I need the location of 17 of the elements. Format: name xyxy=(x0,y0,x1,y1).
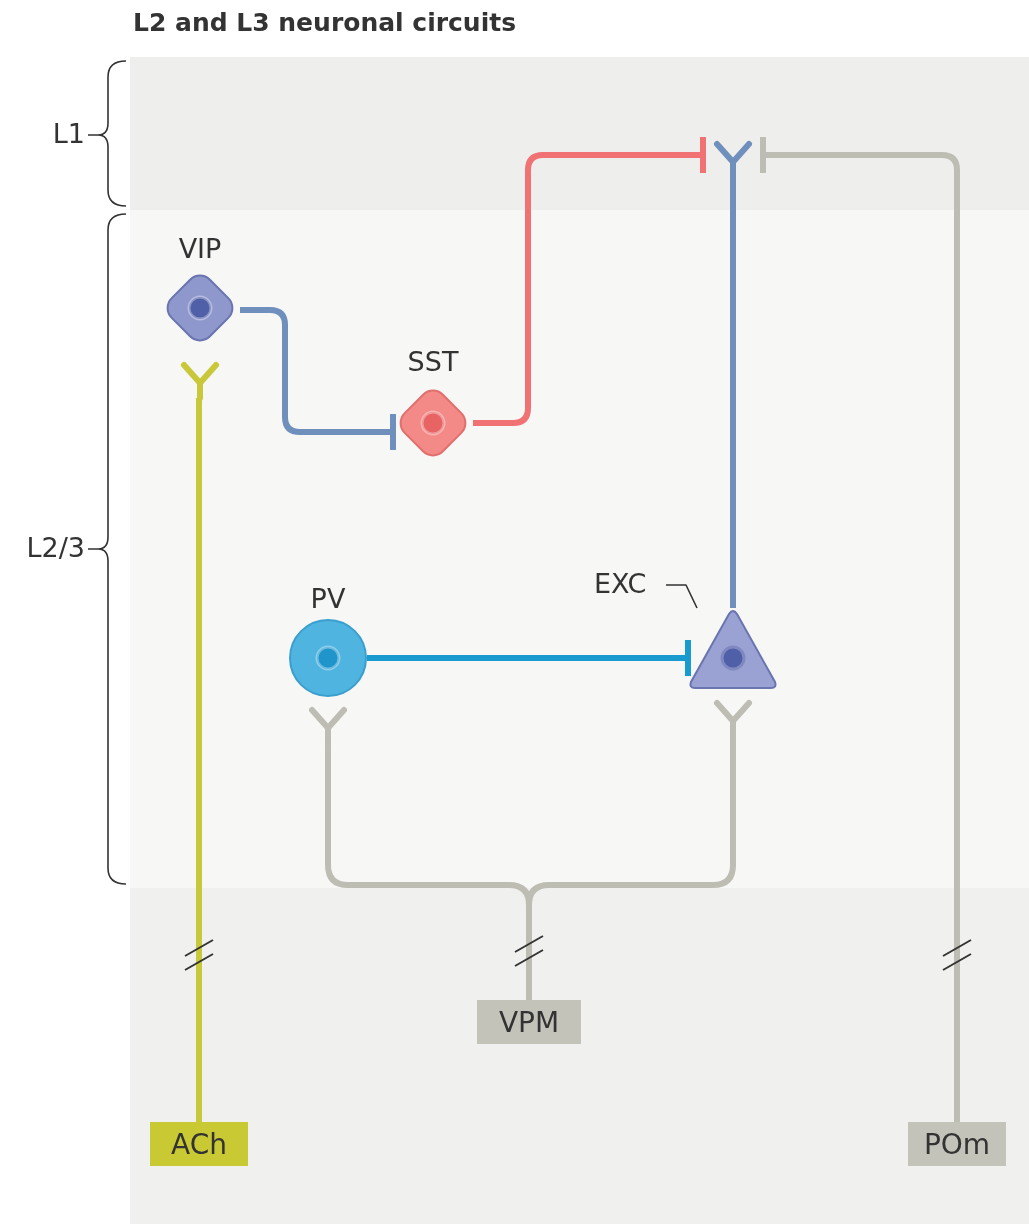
cell-label: EXC xyxy=(594,567,647,601)
input-source-tag: VPM xyxy=(477,1000,581,1044)
input-source-tag: POm xyxy=(908,1122,1006,1166)
cell-label: VIP xyxy=(177,232,223,266)
leader-line xyxy=(665,584,698,609)
connection-line xyxy=(730,184,736,608)
layer-label: L1 xyxy=(52,117,85,151)
input-source-tag: ACh xyxy=(150,1122,248,1166)
inhibitory-connection xyxy=(760,134,960,1122)
inhibitory-connection xyxy=(367,637,691,679)
cell-label: PV xyxy=(309,582,347,616)
layer-label: L2/3 xyxy=(26,531,85,565)
connection-line xyxy=(196,398,202,1122)
diagram-title: L2 and L3 neuronal circuits xyxy=(133,8,517,37)
inhibitory-connection xyxy=(240,307,396,453)
cell-label: SST xyxy=(406,345,460,379)
inhibitory-connection xyxy=(473,134,706,426)
